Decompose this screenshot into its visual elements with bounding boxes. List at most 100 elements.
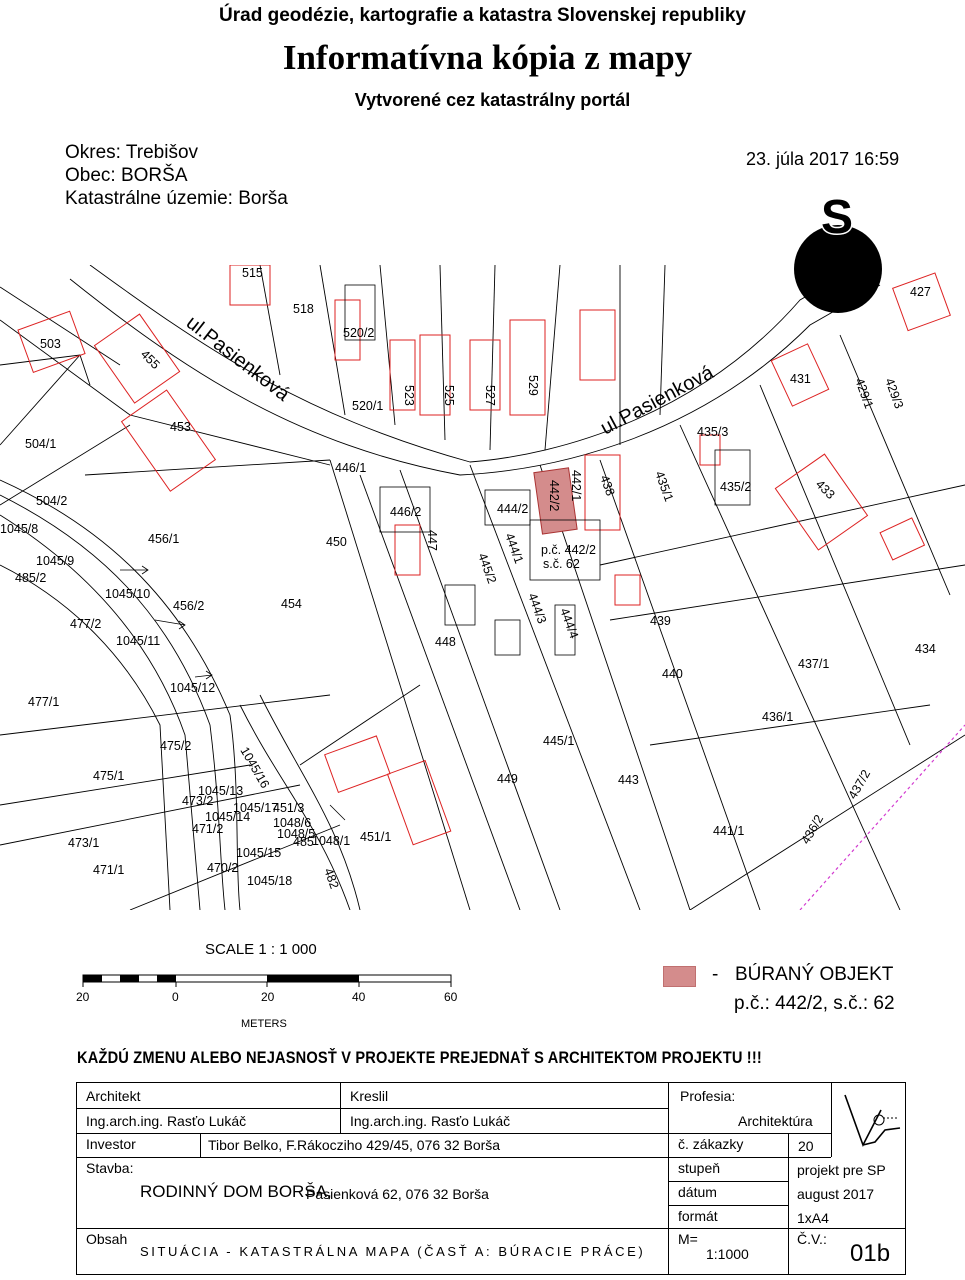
parcel-label: 451/1 [360,830,391,844]
document-subtitle: Vytvorené cez katastrálny portál [354,90,631,110]
north-arrow-icon [794,225,882,313]
parcel-label: 456/2 [173,599,204,613]
parcel-label: 446/2 [390,505,421,519]
parcel-label: 471/1 [93,863,124,877]
parcel-label: 525 [442,385,456,406]
parcel-label: 429/3 [882,376,906,410]
parcel-label: 444/2 [497,502,528,516]
parcel-label: 485/2 [15,571,46,585]
parcel-label: 471/2 [192,822,223,836]
architect-logo-icon [844,1094,901,1148]
parcel-label: 455 [138,347,163,372]
authority-title: Úrad geodézie, kartografie a katastra Sl… [219,5,746,26]
parcel-label: 515 [242,266,263,280]
parcel-label: 447 [425,530,439,551]
scale-tick-2: 20 [261,990,275,1004]
project-note: KAŽDÚ ZMENU ALEBO NEJASNOSŤ V PROJEKTE P… [77,1048,762,1067]
north-symbol-letter: S [819,190,854,246]
datum-label: dátum [678,1184,717,1200]
obsah-value: SITUÁCIA - KATASTRÁLNA MAPA (ČASŤ A: BÚR… [140,1244,646,1259]
format-value: 1xA4 [797,1210,829,1226]
kreslil-label: Kreslil [350,1088,389,1104]
parcel-label: 436/2 [798,812,826,846]
format-label: formát [678,1208,718,1224]
parcel-label: 1045/14 [205,810,250,824]
parcel-label: 1045/10 [105,587,150,601]
scale-label: SCALE 1 : 1 000 [205,941,317,958]
parcel-label: 475/1 [93,769,124,783]
parcel-label: 504/1 [25,437,56,451]
investor-value: Tibor Belko, F.Rákocziho 429/45, 076 32 … [208,1137,501,1153]
stavba-label: Stavba: [86,1160,134,1176]
map-datetime: 23. júla 2017 16:59 [746,149,900,169]
parcel-label: 454 [281,597,302,611]
obsah-label: Obsah [86,1231,128,1247]
parcel-label: 442/2 [547,480,561,511]
parcel-label: 436/1 [762,710,793,724]
parcel-label: 445/1 [543,734,574,748]
scale-bar [82,974,452,987]
parcel-label: 1045/13 [198,784,243,798]
obec-label: Obec: BORŠA [65,165,188,186]
m-label: M= [678,1231,698,1247]
zakazka-label: č. zákazky [678,1136,744,1152]
parcel-label: 456/1 [148,532,179,546]
parcel-label: 431 [790,372,811,386]
profesia-value: Architektúra [738,1113,813,1129]
parcel-label: 435/2 [720,480,751,494]
parcel-label: 453 [170,420,191,434]
stupen-label: stupeň [678,1160,721,1176]
zakazka-value: 20 [798,1138,814,1154]
parcel-label: 427 [910,285,931,299]
legend-dash: - [712,964,719,985]
stavba-name: RODINNÝ DOM BORŠA, [140,1182,332,1201]
parcel-label: 441/1 [713,824,744,838]
parcel-label: 449 [497,772,518,786]
parcel-label: 437/1 [798,657,829,671]
parcel-label: 518 [293,302,314,316]
scale-tick-3: 40 [352,990,366,1004]
profesia-label: Profesia: [680,1088,736,1104]
parcel-label: 1045/18 [247,874,292,888]
parcel-label: 450 [326,535,347,549]
parcel-label: 503 [40,337,61,351]
parcel-label: 1045/11 [116,634,160,648]
architekt-label: Architekt [86,1088,141,1104]
title-block [76,1082,906,1275]
kreslil-name: Ing.arch.ing. Rasťo Lukáč [350,1113,511,1129]
parcel-label: 520/2 [343,326,374,340]
parcel-label: 529 [526,375,540,396]
parcel-label: 440 [662,667,683,681]
parcel-label: 435/1 [652,469,676,503]
parcel-label: 477/2 [70,617,101,631]
parcel-label: 523 [402,385,416,406]
cv-label: Č.V.: [797,1231,827,1247]
parcel-label: 439 [650,614,671,628]
cv-value: 01b [850,1240,891,1267]
architekt-name: Ing.arch.ing. Rasťo Lukáč [86,1113,247,1129]
datum-value: august 2017 [797,1186,875,1202]
parcel-label: 451/3 [273,801,304,815]
parcel-label: 527 [483,385,497,406]
parcel-label: 442/1 [569,470,583,501]
parcel-label: 435/3 [697,425,728,439]
parcel-label: 482 [321,866,341,890]
parcel-label: 485 [293,835,314,849]
parcel-label: 475/2 [160,739,191,753]
parcel-label: 504/2 [36,494,67,508]
uzemie-label: Katastrálne územie: Borša [65,188,288,209]
parcel-label: p.č. 442/2 [541,543,596,557]
parcel-label: 444/1 [502,531,526,565]
parcel-label: 446/1 [335,461,366,475]
stupen-value: projekt pre SP [797,1162,886,1178]
scale-unit: METERS [241,1018,287,1030]
legend-swatch [663,966,696,987]
scale-tick-4: 60 [444,990,458,1004]
parcel-label: 434 [915,642,936,656]
parcel-label: 473/1 [68,836,99,850]
parcel-label: 443 [618,773,639,787]
parcel-label: 1045/8 [0,522,38,536]
parcel-label: 473/2 [182,794,213,808]
parcel-label: 470/2 [207,861,238,875]
parcel-label: 1048/5 [277,827,315,841]
